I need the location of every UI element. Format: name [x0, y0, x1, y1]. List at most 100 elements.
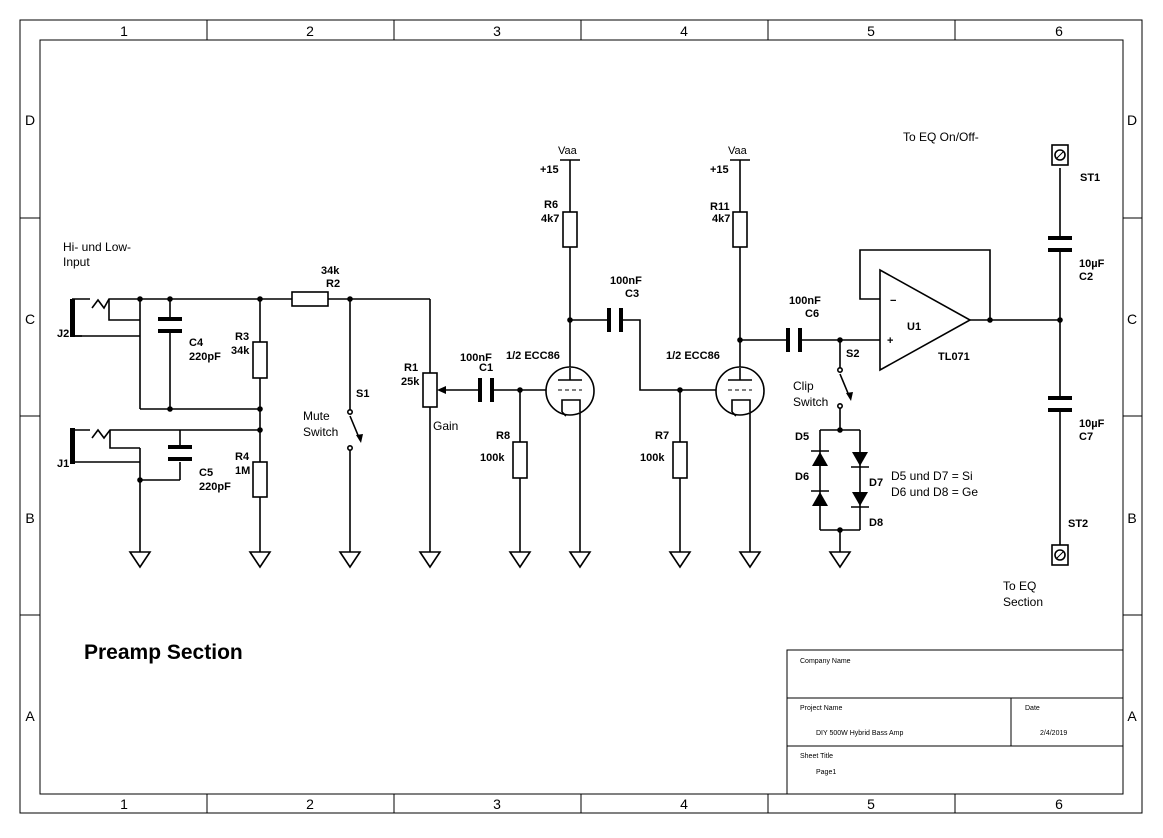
diode-d5: [811, 450, 829, 466]
diode-d6: [811, 490, 829, 506]
resistor-r11: [732, 211, 748, 248]
label-d7: D7: [869, 477, 883, 489]
row-label-a-left: A: [25, 708, 35, 724]
capacitor-c1: [478, 378, 494, 402]
tube-v1: [545, 366, 595, 417]
label-plus15-1: +15: [540, 164, 559, 176]
note-eq-onoff: To EQ On/Off-: [903, 130, 979, 144]
date-value: 2/4/2019: [1040, 730, 1067, 737]
label-c3: C3: [625, 288, 639, 300]
col-label-2-top: 2: [306, 23, 314, 39]
label-c4: C4: [189, 337, 204, 349]
label-r6: R6: [544, 199, 558, 211]
project-name-value: DIY 500W Hybrid Bass Amp: [816, 730, 904, 737]
label-j2: J2: [57, 328, 69, 340]
resistor-r8: [512, 441, 528, 479]
label-plus15-2: +15: [710, 164, 729, 176]
note-input-line1: Hi- und Low-: [63, 240, 131, 254]
label-u1: U1: [907, 321, 921, 333]
row-label-d-right: D: [1127, 112, 1137, 128]
col-label-5-bottom: 5: [867, 796, 875, 812]
capacitor-c7: [1048, 396, 1072, 412]
label-c5: C5: [199, 467, 213, 479]
label-st1: ST1: [1080, 172, 1100, 184]
label-c3-value: 100nF: [610, 275, 642, 287]
label-c6: C6: [805, 308, 819, 320]
note-eq-section-line1: To EQ: [1003, 579, 1036, 593]
col-label-1-top: 1: [120, 23, 128, 39]
label-u1-value: TL071: [938, 351, 970, 363]
label-r7-value: 100k: [640, 452, 665, 464]
note-input-line2: Input: [63, 255, 90, 269]
terminal-st2: [1051, 544, 1069, 566]
label-v1: 1/2 ECC86: [506, 350, 560, 362]
label-r7: R7: [655, 430, 669, 442]
capacitor-c2: [1048, 236, 1072, 252]
label-r2-value: 34k: [321, 265, 340, 277]
label-s2: S2: [846, 348, 859, 360]
col-label-6-top: 6: [1055, 23, 1063, 39]
component-labels: J2 J1 C4 220pF C5 220pF R3 34k R4 1M 34k…: [57, 145, 1105, 530]
resistor-r3: [252, 341, 268, 379]
label-s1: S1: [356, 388, 369, 400]
resistor-r4: [252, 461, 268, 498]
label-c7: C7: [1079, 431, 1093, 443]
wires: [71, 160, 1061, 552]
label-c4-value: 220pF: [189, 351, 221, 363]
resistor-r6: [562, 211, 578, 248]
label-r8: R8: [496, 430, 510, 442]
label-v2: 1/2 ECC86: [666, 350, 720, 362]
label-r1: R1: [404, 362, 418, 374]
note-diode-si: D5 und D7 = Si: [891, 469, 973, 483]
note-diode-ge: D6 und D8 = Ge: [891, 485, 978, 499]
label-j1: J1: [57, 458, 69, 470]
opamp-plus-label: +: [887, 335, 893, 347]
label-r1-value: 25k: [401, 376, 420, 388]
row-label-d-left: D: [25, 112, 35, 128]
row-label-a-right: A: [1127, 708, 1137, 724]
label-r4: R4: [235, 451, 250, 463]
label-st2: ST2: [1068, 518, 1088, 530]
tube-v2: [715, 366, 765, 417]
sheet-title-value: Page1: [816, 769, 836, 776]
note-gain: Gain: [433, 419, 458, 433]
title-block: Company Name Project Name DIY 500W Hybri…: [786, 649, 1124, 795]
label-vaa-1: Vaa: [558, 145, 578, 157]
col-label-3-bottom: 3: [493, 796, 501, 812]
label-r11-value: 4k7: [712, 213, 730, 225]
note-mute-line1: Mute: [303, 409, 330, 423]
label-r6-value: 4k7: [541, 213, 559, 225]
col-label-1-bottom: 1: [120, 796, 128, 812]
resistor-r7: [672, 441, 688, 479]
switch-s2: [836, 366, 853, 409]
diode-d7: [851, 452, 869, 468]
capacitor-c3: [607, 308, 623, 332]
capacitor-c6: [786, 328, 802, 352]
label-c5-value: 220pF: [199, 481, 231, 493]
label-r2: R2: [326, 278, 340, 290]
label-r3-value: 34k: [231, 345, 250, 357]
label-r4-value: 1M: [235, 465, 250, 477]
label-r8-value: 100k: [480, 452, 505, 464]
notes: Hi- und Low- Input Mute Switch Gain Clip…: [63, 130, 1043, 609]
col-label-3-top: 3: [493, 23, 501, 39]
label-c1: C1: [479, 362, 493, 374]
label-d8: D8: [869, 517, 883, 529]
terminal-st1: [1051, 144, 1069, 166]
note-clip-line2: Switch: [793, 395, 828, 409]
company-name-label: Company Name: [800, 658, 851, 665]
row-label-c-left: C: [25, 311, 35, 327]
label-r3: R3: [235, 331, 249, 343]
label-c2-value: 10µF: [1079, 258, 1105, 270]
label-d6: D6: [795, 471, 809, 483]
junctions: [137, 296, 1063, 533]
drawing-frame: 1 2 3 4 5 6 1 2 3 4 5 6 D C B A D C B A: [19, 19, 1143, 814]
diode-d8: [851, 492, 869, 508]
label-d5: D5: [795, 431, 809, 443]
note-clip-line1: Clip: [793, 379, 814, 393]
label-c6-value: 100nF: [789, 295, 821, 307]
col-label-4-top: 4: [680, 23, 688, 39]
label-r11: R11: [710, 201, 730, 213]
note-mute-line2: Switch: [303, 425, 338, 439]
